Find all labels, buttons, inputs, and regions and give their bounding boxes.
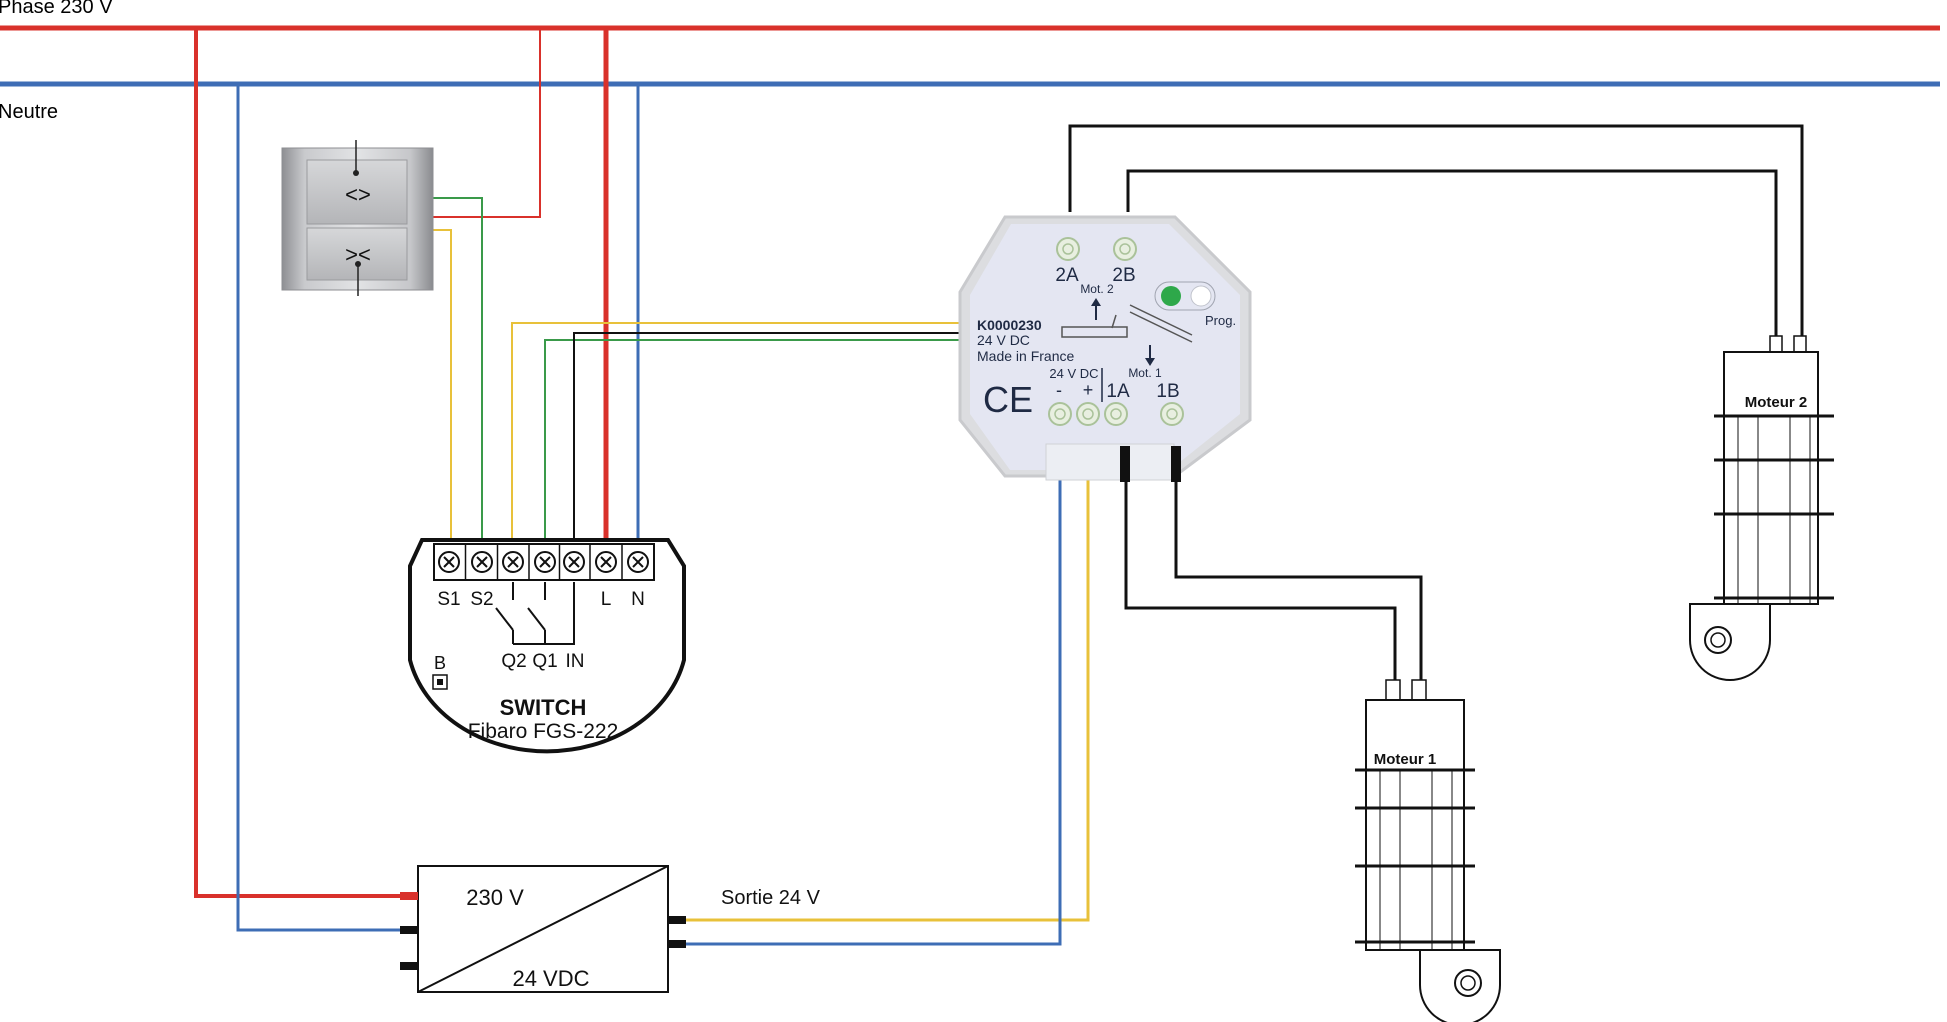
- terminal-2b: [1113, 237, 1137, 261]
- terminal-1b: [1160, 402, 1184, 426]
- wire-wallswitch-s1: [433, 229, 452, 540]
- terminal-minus: [1048, 402, 1072, 426]
- terminal-1b-label: 1B: [1156, 381, 1179, 402]
- shutter-controller: 2A 2B Mot. 2 Prog. K0000230 24 V DC Made…: [958, 215, 1252, 482]
- psu-output-caption: Sortie 24 V: [721, 887, 821, 909]
- psu-input-label: 230 V: [466, 885, 524, 910]
- wire-1b-motor1: [1174, 452, 1423, 700]
- wire-2a-motor2: [1068, 124, 1804, 352]
- terminal-screw-icon: [534, 551, 556, 573]
- controller-origin: Made in France: [977, 348, 1074, 364]
- terminal-2b-label: 2B: [1112, 265, 1135, 286]
- input-in-label: IN: [566, 651, 585, 672]
- prog-led-icon: [1161, 286, 1181, 306]
- wall-switch: <> ><: [281, 140, 434, 296]
- terminal-s1-label: S1: [437, 589, 460, 610]
- terminal-screw-icon: [471, 551, 493, 573]
- controller-ref: K0000230: [977, 317, 1042, 333]
- wire-wallswitch-s2: [433, 197, 483, 540]
- motor-1-label: Moteur 1: [1374, 751, 1437, 768]
- supply-plus-label: +: [1083, 380, 1094, 400]
- supply-label: 24 V DC: [1049, 366, 1098, 381]
- terminal-1a: [1104, 402, 1128, 426]
- supply-minus-label: -: [1056, 380, 1062, 400]
- switch-module-title: SWITCH: [500, 695, 587, 720]
- wire-2b-motor2: [1126, 169, 1778, 352]
- fibaro-switch-module: S1 S2 L N Q2 Q1 IN B SWITCH Fibaro FGS-2…: [408, 538, 686, 754]
- motor-2: [1689, 335, 1834, 681]
- terminal-n-label: N: [631, 589, 645, 610]
- terminal-screw-icon: [563, 551, 585, 573]
- terminal-screw-icon: [502, 551, 524, 573]
- mot2-label: Mot. 2: [1080, 282, 1114, 296]
- terminal-block: [433, 543, 655, 581]
- wall-switch-up-glyph: <>: [345, 182, 371, 207]
- prog-label: Prog.: [1205, 313, 1236, 328]
- psu-output-label: 24 VDC: [512, 966, 589, 991]
- terminal-1a-label: 1A: [1106, 381, 1130, 402]
- terminal-screw-icon: [438, 551, 460, 573]
- button-b-label: B: [434, 653, 446, 673]
- terminal-plus: [1076, 402, 1100, 426]
- output-q1-label: Q1: [532, 651, 557, 672]
- terminal-screw-icon: [595, 551, 617, 573]
- terminal-screw-icon: [627, 551, 649, 573]
- phase-label: Phase 230 V: [0, 0, 113, 18]
- power-supply: 230 V 24 VDC: [400, 865, 686, 993]
- wall-switch-down-button: [306, 227, 408, 281]
- wire-q1-controller: [544, 339, 960, 540]
- wire-1a-motor1: [1124, 452, 1397, 700]
- terminal-l-label: L: [601, 589, 612, 610]
- output-q2-label: Q2: [501, 651, 526, 672]
- terminal-2a-label: 2A: [1055, 265, 1079, 286]
- mot1-label: Mot. 1: [1128, 366, 1162, 380]
- neutral-label: Neutre: [0, 101, 58, 123]
- ce-mark: CE: [983, 379, 1033, 420]
- wire-neutral-psu: [236, 84, 418, 932]
- terminal-s2-label: S2: [470, 589, 493, 610]
- wire-phase-psu: [194, 28, 418, 898]
- terminal-2a: [1056, 237, 1080, 261]
- shutter-sketch-icon: [1061, 304, 1193, 343]
- switch-module-model: Fibaro FGS-222: [468, 720, 619, 743]
- wire-psu-plus: [670, 452, 1090, 922]
- motor-2-label: Moteur 2: [1745, 394, 1808, 411]
- wall-switch-down-glyph: ><: [345, 242, 371, 267]
- wire-q2-controller: [511, 322, 960, 540]
- wire-in-controller: [573, 332, 960, 540]
- motor-1: [1355, 679, 1501, 1022]
- controller-voltage: 24 V DC: [977, 332, 1030, 348]
- wire-psu-minus: [670, 452, 1062, 946]
- wires: [194, 28, 1804, 946]
- wire-phase-wallswitch: [433, 28, 541, 218]
- relay-contacts: [495, 582, 575, 645]
